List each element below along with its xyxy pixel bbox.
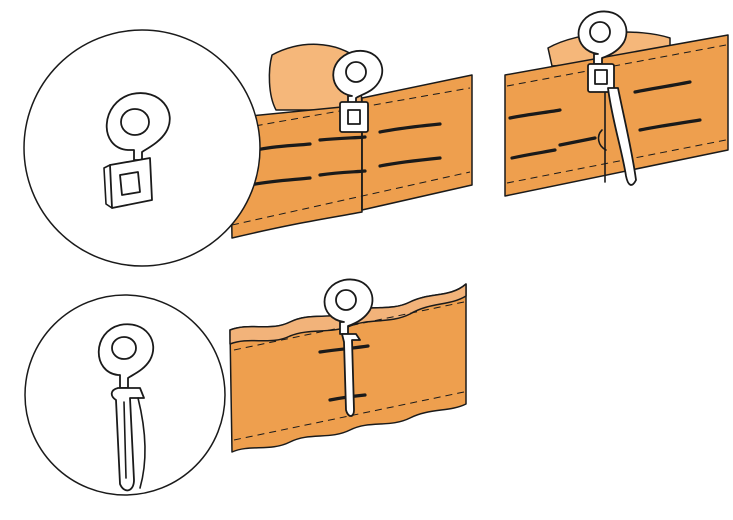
curtain-tape-panel-bottom [230, 279, 466, 452]
inset-magnifier-bottom [25, 295, 225, 495]
inset-magnifier-top [24, 30, 260, 266]
tape-right-section [362, 75, 472, 210]
curtain-tape-panel-top-left [230, 44, 472, 238]
curtain-tape-panel-top-right [505, 11, 728, 196]
